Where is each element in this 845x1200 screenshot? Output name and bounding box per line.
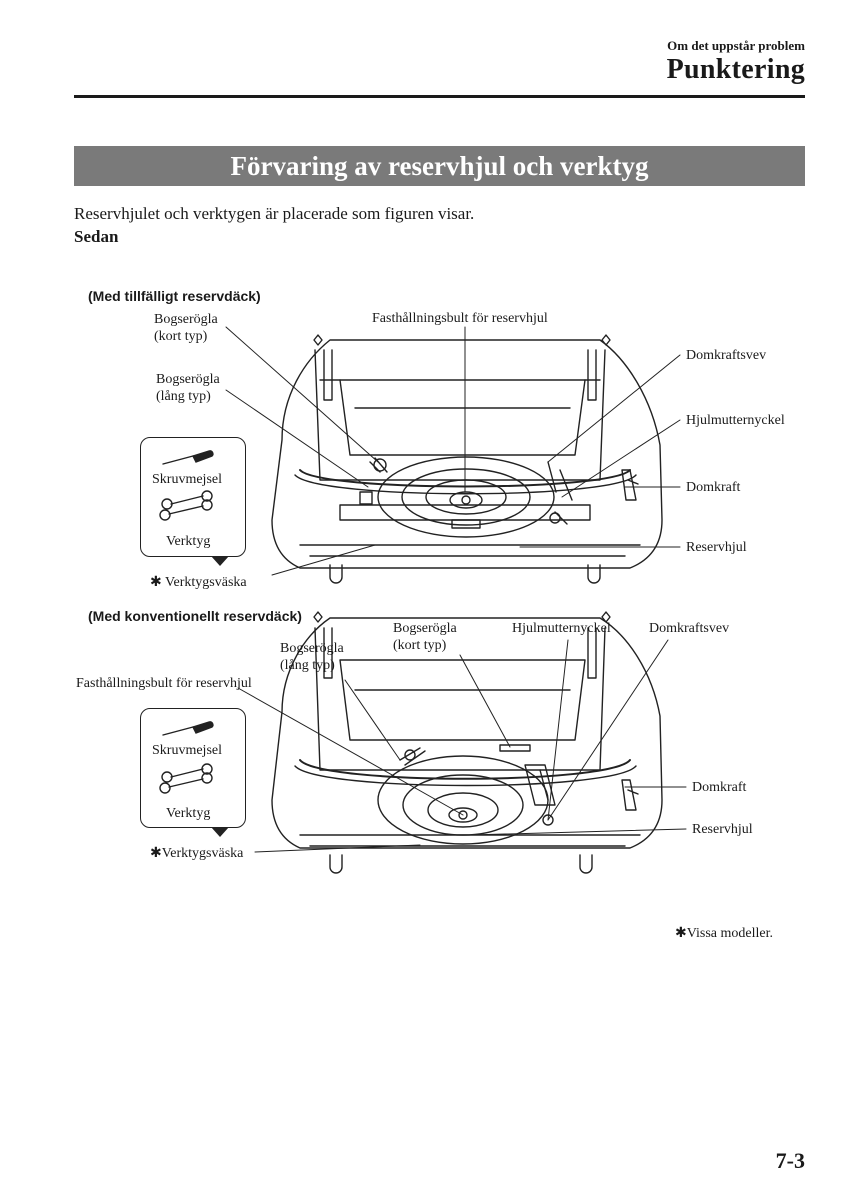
fig1-label-spare-bolt: Fasthållningsbult för reservhjul <box>372 311 548 326</box>
figure1-subtitle: (Med tillfälligt reservdäck) <box>88 288 261 304</box>
fig2-label-tools: Verktyg <box>166 806 211 821</box>
fig1-label-screwdriver: Skruvmejsel <box>152 472 222 487</box>
fig2-label-screwdriver: Skruvmejsel <box>152 743 222 758</box>
trunk-illustration-temporary-spare <box>271 334 663 584</box>
body-type-heading: Sedan <box>74 227 119 246</box>
section-label: Om det uppstår problem <box>667 38 805 53</box>
callout-pointer <box>211 556 229 566</box>
header-divider <box>74 95 805 98</box>
fig1-label-tools: Verktyg <box>166 534 211 549</box>
figure2-subtitle: (Med konventionellt reservdäck) <box>88 608 302 624</box>
fig1-label-jack: Domkraft <box>686 480 741 495</box>
page-number: 7-3 <box>775 1148 805 1173</box>
fig2-toolbag-callout: Skruvmejsel Verktyg <box>140 708 246 837</box>
callout-pointer <box>211 827 229 837</box>
fig2-label-spare-bolt: Fasthållningsbult för reservhjul <box>76 676 252 691</box>
fig2-label-jack: Domkraft <box>692 780 747 795</box>
fig2-label-tow-hook-short: Bogserögla (kort typ) <box>393 621 457 653</box>
screwdriver-and-wrench-icon <box>159 721 214 794</box>
fig2-label-lug-wrench: Hjulmutternyckel <box>512 621 611 636</box>
fig1-label-tow-hook-long: Bogserögla (lång typ) <box>156 372 220 404</box>
fig1-label-tool-bag: ✱ Verktygsväska <box>150 575 247 590</box>
fig2-label-spare-tire: Reservhjul <box>692 822 753 837</box>
fig1-label-spare-tire: Reservhjul <box>686 540 747 555</box>
screwdriver-and-wrench-icon <box>159 450 214 521</box>
trunk-illustration-conventional-spare <box>271 611 663 874</box>
fig2-label-jack-handle: Domkraftsvev <box>649 621 730 636</box>
fig2-label-tool-bag: ✱Verktygsväska <box>150 846 244 861</box>
fig2-label-tow-hook-long: Bogserögla (lång typ) <box>280 641 344 673</box>
intro-text: Reservhjulet och verktygen är placerade … <box>74 204 475 223</box>
section-title: Förvaring av reservhjul och verktyg <box>74 146 805 186</box>
chapter-title: Punktering <box>666 54 805 85</box>
fig1-label-lug-wrench: Hjulmutternyckel <box>686 413 785 428</box>
footnote: ✱Vissa modeller. <box>675 926 773 941</box>
fig1-label-jack-handle: Domkraftsvev <box>686 348 767 363</box>
fig1-toolbag-callout: Skruvmejsel Verktyg <box>140 437 246 566</box>
fig1-label-tow-hook-short: Bogserögla (kort typ) <box>154 312 218 344</box>
